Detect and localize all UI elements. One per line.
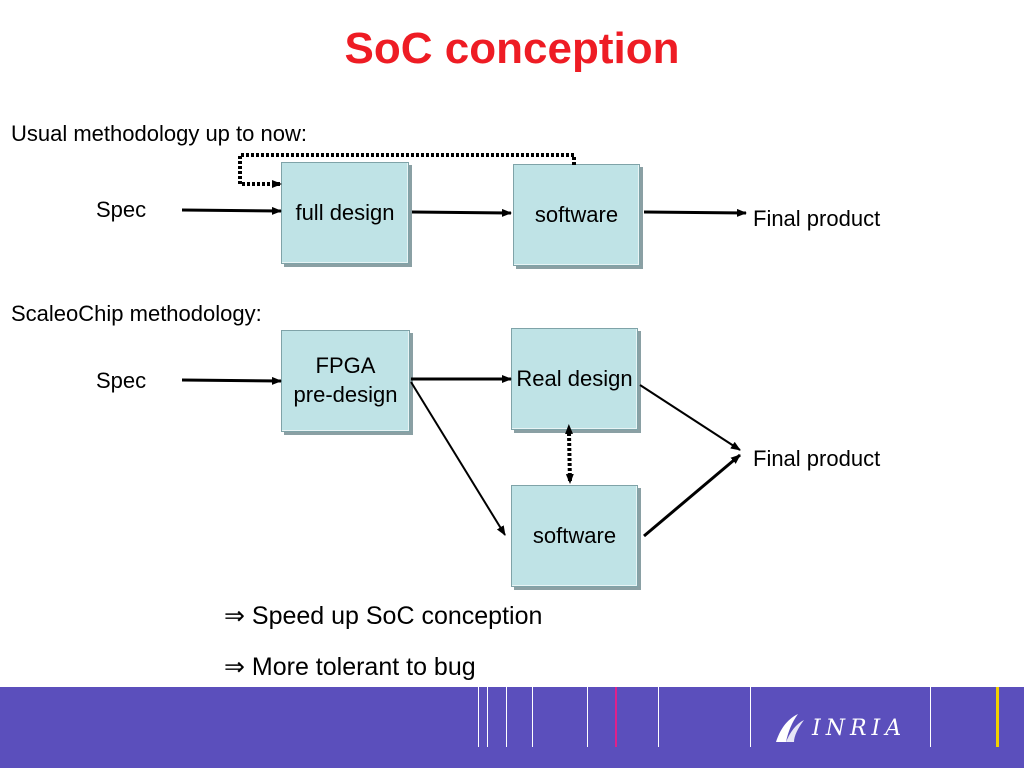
inria-logo-text: INRIA (812, 715, 907, 741)
bottom-final-product-label: Final product (753, 446, 881, 471)
full-design-label: full design (295, 199, 395, 225)
footer-divider (930, 687, 931, 747)
software-box-bottom: software (511, 485, 638, 587)
footer-divider (487, 687, 488, 747)
arrow-software-to-final-product-bottom (643, 453, 741, 538)
arrow-spec-to-fpga (181, 376, 282, 385)
fpga-label: FPGA (315, 353, 376, 379)
fpga-predesign-text: FPGA pre-design (294, 352, 398, 409)
arrow-spec-to-full-design (181, 206, 282, 215)
footer-divider (506, 687, 507, 747)
diagram-arrows (181, 153, 747, 538)
arrow-real-design-software-bidirectional (565, 424, 574, 484)
footer-divider (658, 687, 659, 747)
software-label-bottom: software (532, 522, 617, 548)
conclusion-speed-up: ⇒ Speed up SoC conception (224, 602, 543, 630)
feedback-loop-arrow (238, 153, 576, 188)
real-design-box: Real design (511, 328, 638, 430)
software-label-top: software (534, 201, 619, 227)
top-final-product-label: Final product (753, 206, 881, 231)
arrow-fpga-to-software (410, 381, 506, 536)
footer-divider-accent (615, 687, 617, 747)
full-design-box: full design (281, 162, 409, 264)
software-box-top: software (513, 164, 640, 266)
real-design-label: Real design (516, 365, 633, 391)
conclusion-tolerant: ⇒ More tolerant to bug (224, 653, 476, 681)
arrow-software-to-final-product-top (643, 208, 747, 217)
bottom-spec-label: Spec (96, 368, 147, 393)
top-spec-label: Spec (96, 197, 147, 222)
arrow-real-design-to-final-product (639, 384, 741, 451)
inria-logo: INRIA (772, 706, 922, 750)
footer-bar (0, 687, 1024, 768)
inria-logo-icon (776, 714, 804, 742)
slide-title: SoC conception (344, 24, 680, 73)
predesign-label: pre-design (293, 382, 398, 407)
footer-divider (478, 687, 479, 747)
usual-methodology-label: Usual methodology up to now: (11, 121, 307, 146)
footer-divider (587, 687, 588, 747)
scaleochip-methodology-label: ScaleoChip methodology: (11, 301, 262, 326)
footer-divider (750, 687, 751, 747)
fpga-predesign-box: FPGA pre-design (281, 330, 410, 432)
footer-divider-accent (996, 687, 999, 747)
arrow-full-design-to-software (411, 208, 512, 217)
footer-divider (532, 687, 533, 747)
